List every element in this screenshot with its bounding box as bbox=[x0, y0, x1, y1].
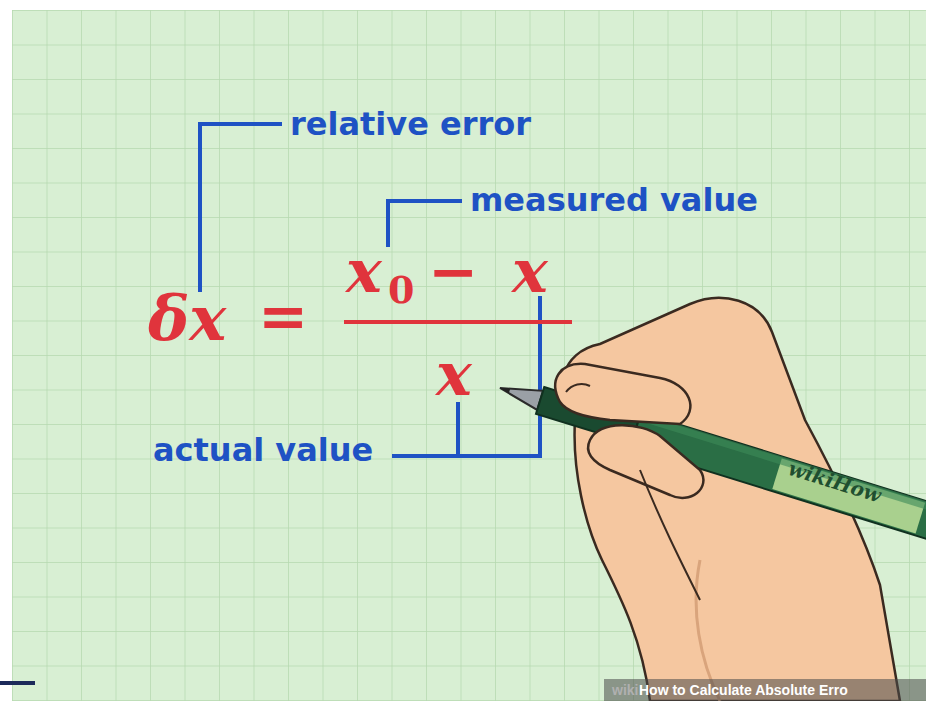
pen-brand: wikiHow bbox=[786, 458, 883, 505]
grid-paper bbox=[12, 10, 926, 701]
formula-operator: − bbox=[428, 241, 478, 301]
formula-operator: = bbox=[258, 286, 308, 346]
leader-line bbox=[200, 124, 282, 292]
formula-variable: x bbox=[512, 241, 548, 301]
index-finger bbox=[555, 364, 690, 424]
formula-symbol: δx bbox=[148, 288, 226, 350]
fraction-bar bbox=[344, 320, 572, 324]
hand-line bbox=[640, 470, 700, 600]
watermark: wiki bbox=[612, 683, 638, 697]
watermark-bar bbox=[604, 679, 926, 701]
edge-mark bbox=[0, 681, 35, 685]
watermark: How to Calculate Absolute Erro bbox=[639, 683, 848, 697]
callout-label: actual value bbox=[153, 434, 373, 466]
formula-variable: x bbox=[346, 241, 382, 301]
leader-lines bbox=[200, 124, 540, 456]
fingernail bbox=[566, 384, 590, 392]
formula-subscript: 0 bbox=[388, 271, 414, 309]
callout-label: measured value bbox=[470, 184, 758, 216]
thumb bbox=[588, 425, 703, 498]
callout-label: relative error bbox=[290, 108, 531, 140]
formula-variable: x bbox=[436, 344, 472, 404]
leader-line bbox=[456, 402, 460, 456]
